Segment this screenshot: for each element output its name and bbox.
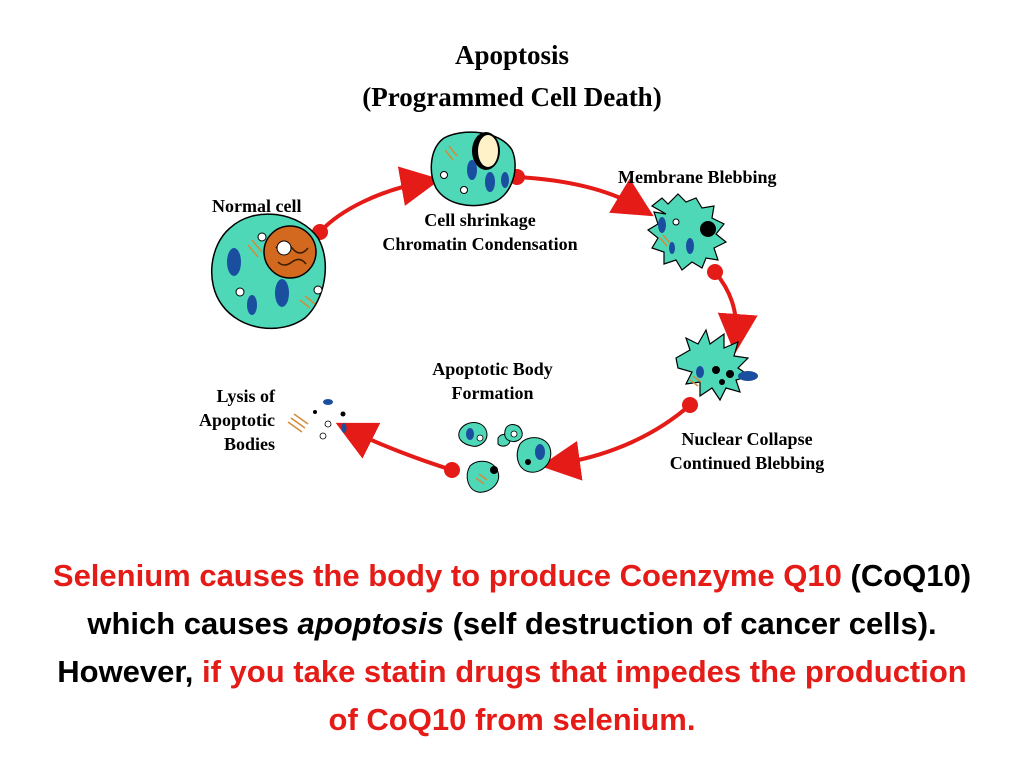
- label-lysis: Lysis of Apoptotic Bodies: [150, 384, 275, 456]
- arrow-collapse-to-body: [540, 403, 692, 481]
- normal-cell: [210, 213, 326, 330]
- caption-coq10: (CoQ10) which causes: [87, 558, 972, 641]
- caption-selenium: Selenium causes the body to produce Coen…: [52, 558, 842, 593]
- arrow-shrinkage-to-blebbing: [516, 175, 654, 217]
- arrow-normal-to-shrinkage: [318, 166, 441, 234]
- label-lysis-line2: Apoptotic: [199, 410, 275, 430]
- arrow-body-to-lysis: [335, 422, 453, 472]
- label-nuclear-collapse: Nuclear Collapse Continued Blebbing: [642, 427, 852, 475]
- label-apoptotic-body-line1: Apoptotic Body: [432, 359, 553, 379]
- caption-text: Selenium causes the body to produce Coen…: [40, 552, 984, 744]
- caption-apoptosis: apoptosis: [297, 606, 444, 641]
- apoptosis-cycle-diagram: [210, 131, 758, 493]
- label-cell-shrinkage-line1: Cell shrinkage: [424, 210, 536, 230]
- label-apoptotic-body-line2: Formation: [451, 383, 534, 403]
- label-nuclear-collapse-line1: Nuclear Collapse: [681, 429, 813, 449]
- collapsing-cell: [675, 328, 758, 402]
- apoptotic-bodies: [458, 422, 552, 493]
- label-normal-cell: Normal cell: [212, 196, 302, 216]
- diagram-subtitle: (Programmed Cell Death): [362, 82, 662, 112]
- arrow-blebbing-to-collapse: [713, 270, 758, 354]
- label-membrane-blebbing: Membrane Blebbing: [618, 167, 777, 187]
- label-lysis-line3: Bodies: [223, 434, 275, 454]
- label-cell-shrinkage: Cell shrinkage Chromatin Condensation: [360, 208, 600, 256]
- shrinking-cell: [430, 131, 516, 207]
- label-lysis-line1: Lysis of: [216, 386, 275, 406]
- caption-self-destruction: (self destruction of cancer cells). Howe…: [57, 606, 937, 689]
- label-nuclear-collapse-line2: Continued Blebbing: [669, 453, 825, 473]
- label-apoptotic-body: Apoptotic Body Formation: [400, 357, 585, 405]
- cycle-arrows: [318, 166, 758, 481]
- caption-statin-warning: if you take statin drugs that impedes th…: [202, 654, 967, 737]
- diagram-title: Apoptosis: [454, 40, 570, 70]
- lysis-fragments: [287, 399, 347, 440]
- label-cell-shrinkage-line2: Chromatin Condensation: [382, 234, 578, 254]
- blebbing-cell: [646, 193, 728, 271]
